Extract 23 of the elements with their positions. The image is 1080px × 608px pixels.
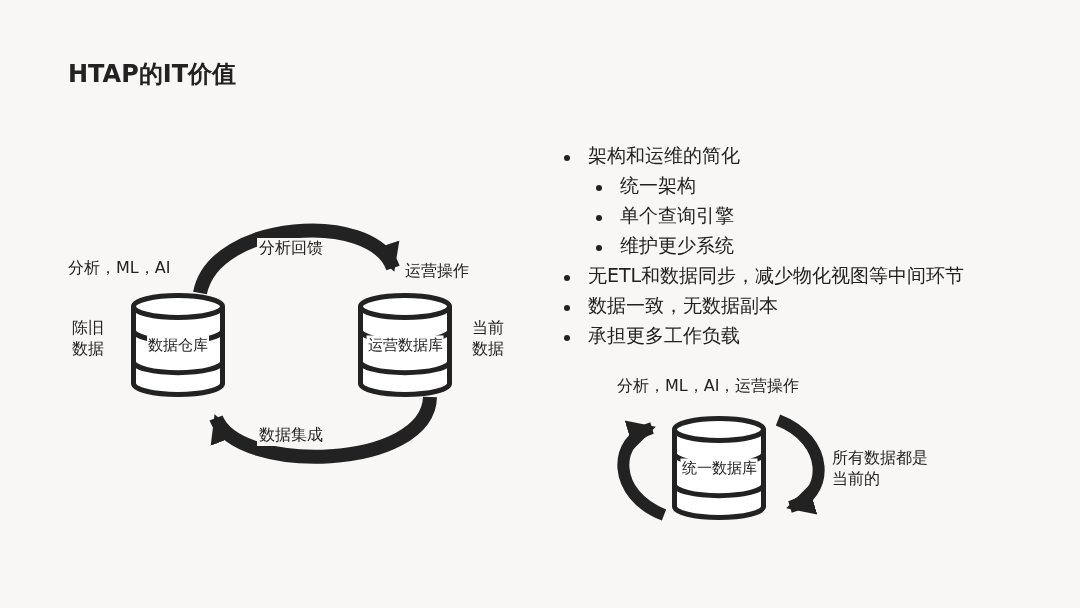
bullet-text: 维护更少系统 — [620, 233, 734, 258]
node-label: 数据仓库 — [147, 335, 209, 355]
node-label: 统一数据库 — [680, 458, 758, 478]
caption-text: 陈旧数据 — [72, 318, 105, 360]
caption-text: 运营操作 — [405, 261, 469, 282]
bullet-text: 承担更多工作负载 — [588, 323, 740, 348]
curved-arrow — [193, 223, 400, 296]
bullet-text: 无ETL和数据同步，减少物化视图等中间环节 — [588, 263, 965, 288]
bullet-text: 统一架构 — [620, 173, 696, 198]
database-cylinder — [131, 293, 225, 397]
edge-label: 数据集成 — [257, 425, 325, 446]
bullet-text: 数据一致，无数据副本 — [588, 293, 778, 318]
caption-text: 分析，ML，AI — [68, 258, 171, 279]
bullet-text: 架构和运维的简化 — [588, 143, 740, 168]
bullet-text: 单个查询引擎 — [620, 203, 734, 228]
note-text: 所有数据都是当前的 — [832, 448, 929, 490]
database-cylinder — [358, 293, 452, 397]
caption-text: 分析，ML，AI，运营操作 — [617, 376, 800, 397]
database-cylinder — [672, 416, 766, 520]
node-label: 运营数据库 — [366, 335, 444, 355]
slide-title: HTAP的IT价值 — [68, 59, 237, 90]
caption-text: 当前数据 — [472, 318, 505, 360]
edge-label: 分析回馈 — [257, 238, 325, 259]
